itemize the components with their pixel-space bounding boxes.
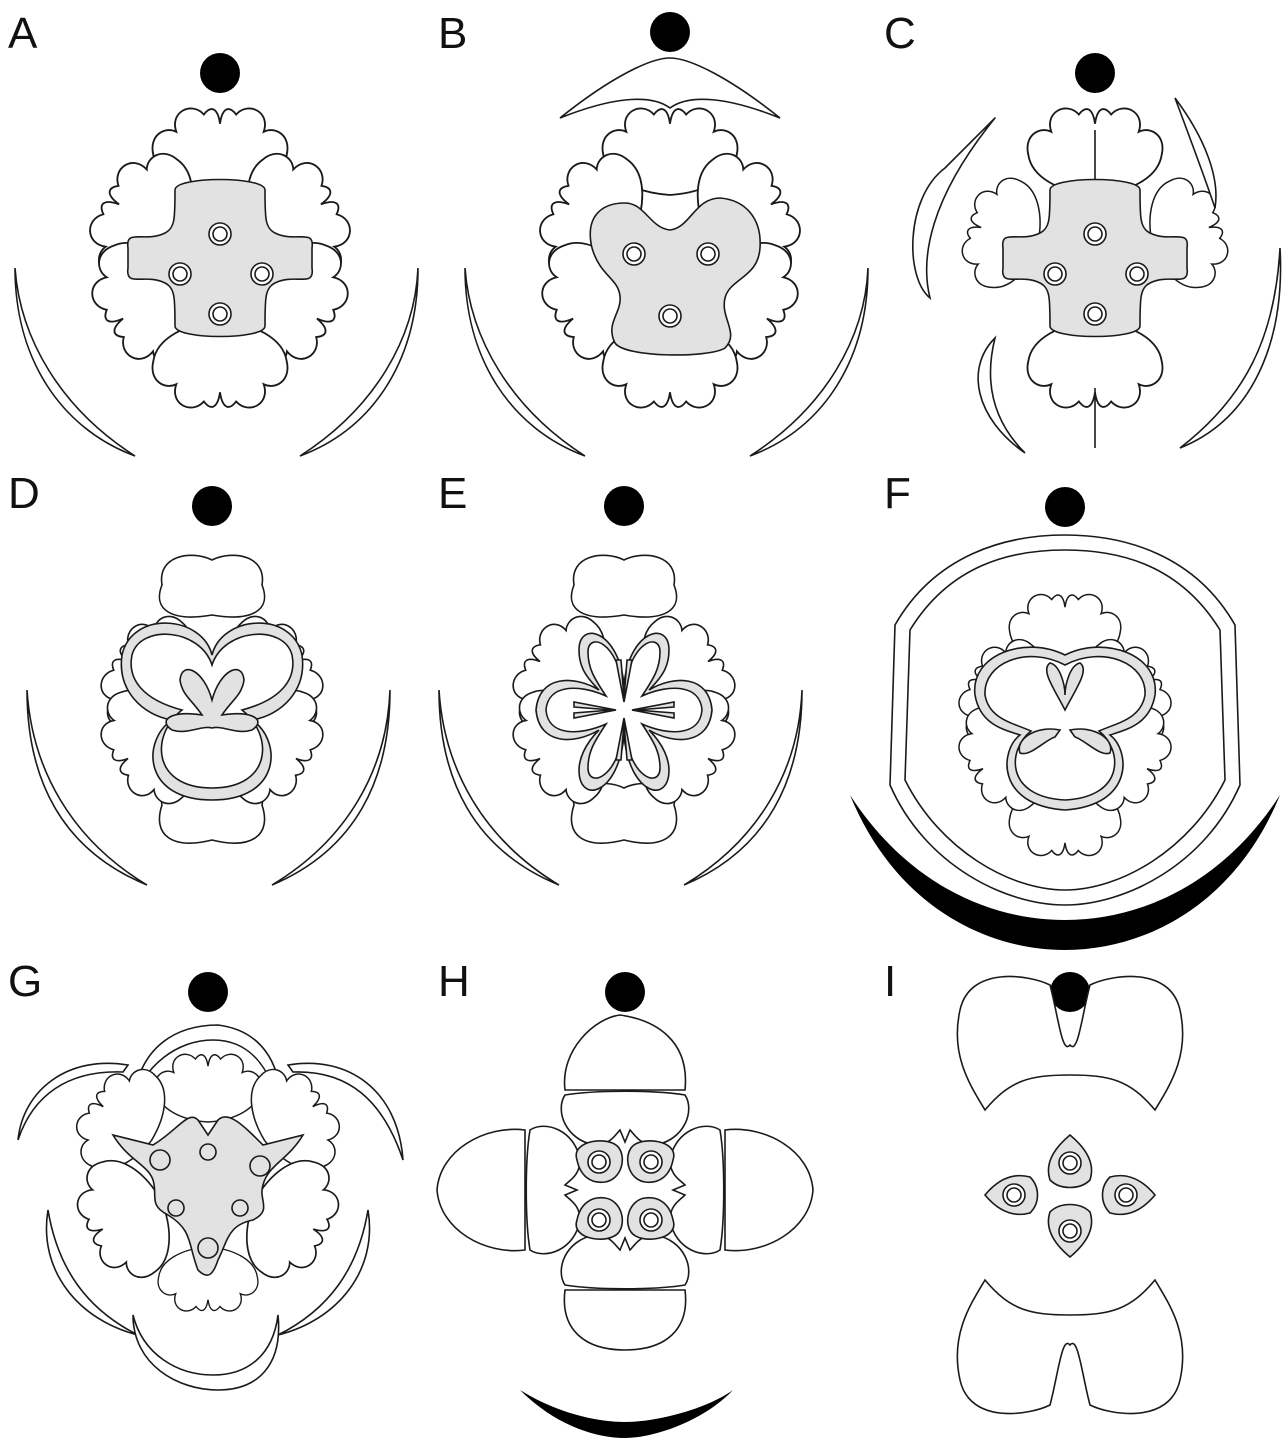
ovule-i-3 [1003,1184,1025,1206]
axis-dot-f [1045,487,1085,527]
ovule-h-3 [588,1209,610,1231]
axis-dot-h [605,972,645,1012]
ovule-a-3 [251,263,273,285]
axis-dot-g [188,972,228,1012]
ovule-c-4 [1084,303,1106,325]
ovule-c-2 [1044,263,1066,285]
bract-h [520,1390,733,1438]
axis-dot-d [192,486,232,526]
diagram-a [15,53,418,456]
ovule-i-1 [1059,1152,1081,1174]
diagram-c [913,53,1281,453]
axis-dot-a [200,53,240,93]
ovule-a-2 [169,263,191,285]
diagram-e [439,486,802,885]
ovule-h-1 [588,1151,610,1173]
diagram-i [957,972,1182,1414]
diagram-d [27,486,390,885]
ovule-b-3 [659,305,681,327]
ovule-g-4 [168,1200,184,1216]
ovule-i-2 [1059,1220,1081,1242]
axis-dot-b [650,12,690,52]
diagram-f [850,487,1280,950]
sepal-h-right [725,1129,813,1250]
petal-h-top [561,1091,689,1145]
ovule-i-4 [1115,1184,1137,1206]
petal-h-left [526,1126,580,1254]
axis-dot-i [1050,972,1090,1012]
diagram-h [437,972,813,1438]
ovule-c-3 [1126,263,1148,285]
ovule-g-6 [198,1238,218,1258]
ovule-g-1 [200,1144,216,1160]
axis-dot-c [1075,53,1115,93]
petal-d-top [159,555,264,617]
sepal-h-bottom [564,1290,685,1350]
diagram-b [465,12,868,456]
petal-h-right [670,1126,724,1254]
ovule-b-2 [697,243,719,265]
sepal-g-bottom [133,1315,279,1390]
ovule-g-2 [150,1150,170,1170]
sepal-h-left [437,1129,525,1250]
petal-h-bottom [561,1235,689,1289]
petal-i-bottom [957,1280,1182,1414]
sepal-b-top [560,58,780,118]
diagram-g [18,972,403,1390]
sepal-c-bottomleft [978,338,1025,453]
petal-e-top [571,555,676,617]
ovule-h-2 [640,1151,662,1173]
ovule-g-5 [232,1200,248,1216]
ovule-c-1 [1084,223,1106,245]
ovule-g-3 [250,1156,270,1176]
petal-g-top [155,1054,261,1122]
ovule-a-1 [209,223,231,245]
ovule-a-4 [209,303,231,325]
axis-dot-e [604,486,644,526]
sepal-h-top [565,1015,686,1090]
ovule-h-4 [640,1209,662,1231]
ovule-b-1 [623,243,645,265]
